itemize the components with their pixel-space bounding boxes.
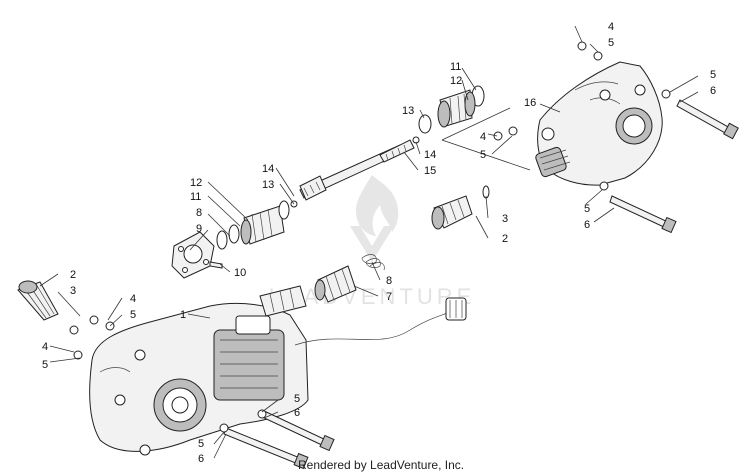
callout-4: 4: [42, 341, 48, 353]
callout-numbers: 1 2 2 3 3 4 4 4 4 5 5 5 5 5 5 5 5 6 6 6 …: [42, 21, 716, 465]
callout-2: 2: [70, 269, 76, 281]
callout-15: 15: [424, 165, 436, 177]
callout-5: 5: [130, 309, 136, 321]
watermark-v-logo: [350, 226, 394, 262]
bolts: [223, 99, 739, 470]
callout-13: 13: [262, 179, 274, 191]
callout-14: 14: [424, 149, 436, 161]
callout-2: 2: [502, 233, 508, 245]
callout-5: 5: [198, 438, 204, 450]
callout-5: 5: [710, 69, 716, 81]
callout-11: 11: [450, 61, 461, 73]
callout-1: 1: [180, 309, 186, 321]
watermark-flame-logo: [355, 175, 399, 236]
callout-3: 3: [502, 213, 508, 225]
callout-5: 5: [480, 149, 486, 161]
boot-left: [17, 280, 59, 321]
callout-5: 5: [584, 203, 590, 215]
nuts-and-washers: [69, 41, 671, 433]
callout-11: 11: [190, 191, 201, 203]
callout-12: 12: [450, 75, 462, 87]
callout-7: 7: [386, 291, 392, 303]
callout-6: 6: [294, 407, 300, 419]
callout-5: 5: [294, 393, 300, 405]
callout-4: 4: [130, 293, 136, 305]
callout-16: 16: [524, 97, 536, 109]
rear-gear-case: [535, 61, 663, 186]
boot-right: [431, 185, 490, 230]
render-credit: Rendered by LeadVenture, Inc.: [298, 458, 464, 472]
middle-spring-and-boot: [314, 254, 385, 303]
front-gear-case: [89, 285, 467, 456]
callout-9: 9: [196, 223, 202, 235]
callout-6: 6: [584, 219, 590, 231]
callout-8: 8: [386, 275, 392, 287]
callout-6: 6: [198, 453, 204, 465]
callout-5: 5: [608, 37, 614, 49]
callout-4: 4: [608, 21, 614, 33]
callout-3: 3: [70, 285, 76, 297]
callout-12: 12: [190, 177, 202, 189]
callout-14: 14: [262, 163, 274, 175]
callout-5: 5: [42, 359, 48, 371]
callout-4: 4: [480, 131, 486, 143]
callout-6: 6: [710, 85, 716, 97]
leader-lines: [39, 25, 699, 459]
callout-10: 10: [234, 267, 246, 279]
propshaft: [290, 136, 420, 208]
callout-8: 8: [196, 207, 202, 219]
callout-13: 13: [402, 105, 414, 117]
front-boot-assembly: [171, 200, 290, 279]
rear-boot-assembly: [418, 85, 485, 134]
